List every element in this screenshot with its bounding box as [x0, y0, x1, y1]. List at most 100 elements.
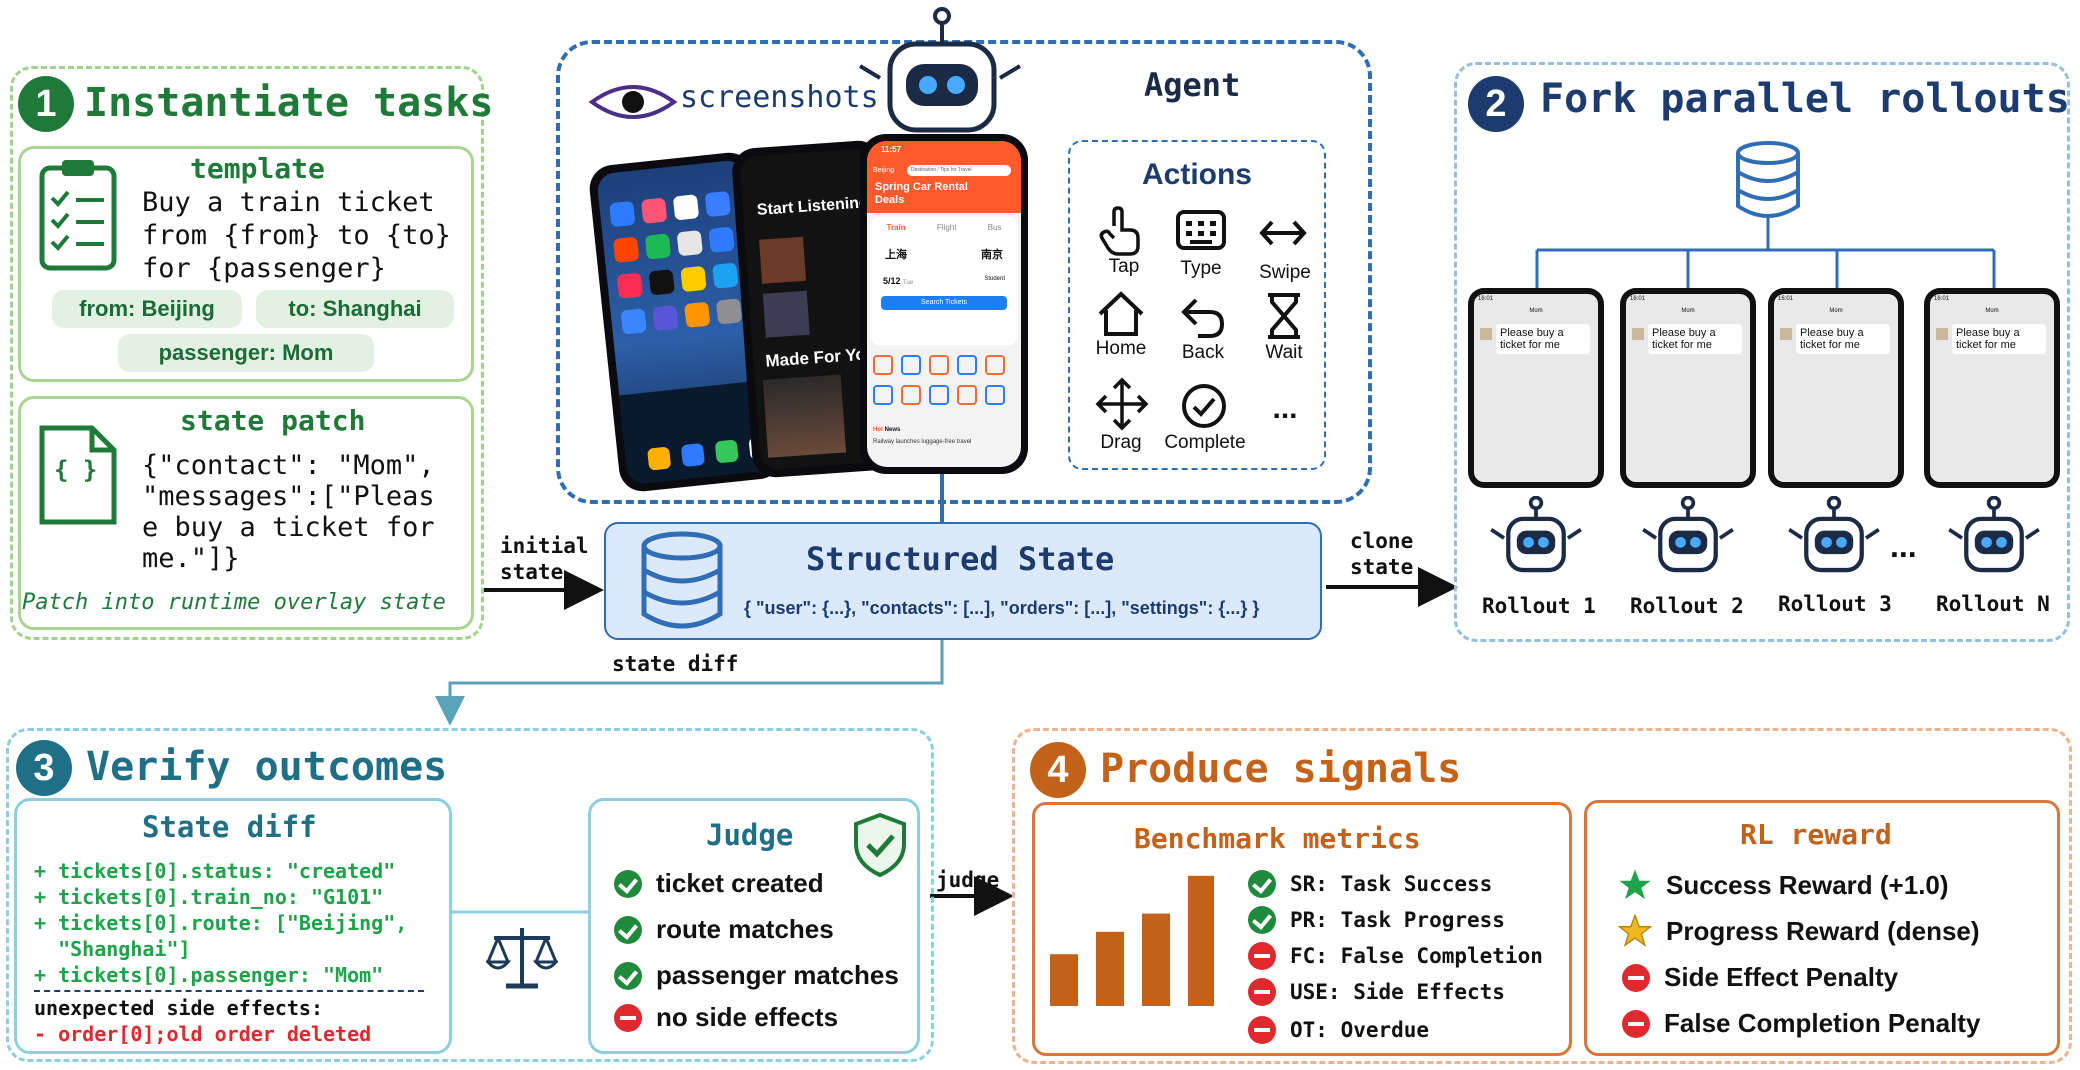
- judge-item: ticket created: [614, 868, 824, 899]
- check-icon: [614, 915, 642, 944]
- minus-icon: [1248, 1016, 1276, 1044]
- rl-reward-title: RL reward: [1740, 818, 1892, 851]
- rollout-message: Please buy a ticket for me: [1952, 324, 2046, 354]
- actions-box: [1068, 140, 1326, 470]
- metric-item: USE: Side Effects: [1248, 978, 1505, 1006]
- train-search[interactable]: Destination / Tips for Travel: [907, 165, 1011, 176]
- train-tab-flight[interactable]: Flight: [936, 223, 957, 232]
- structured-state-json: { "user": {...}, "contacts": [...], "ord…: [744, 598, 1260, 618]
- action-tap-label: Tap: [1108, 256, 1140, 277]
- search-tickets-button[interactable]: Search Tickets: [881, 296, 1007, 310]
- train-date[interactable]: 5/12: [883, 276, 901, 286]
- signals-panel: [1012, 728, 2072, 1064]
- side-effects-line: - order[0];old order deleted: [34, 1022, 372, 1046]
- minus-icon: [1622, 963, 1650, 992]
- state-diff-title: State diff: [142, 810, 317, 844]
- action-more: ...: [1272, 392, 1298, 425]
- section-2-title: Fork parallel rollouts: [1540, 76, 2070, 122]
- benchmark-bar: [1188, 875, 1214, 1006]
- home-icon: [1098, 291, 1144, 336]
- music-title: Start Listening: [756, 194, 870, 219]
- action-complete-label: Complete: [1164, 432, 1246, 453]
- rollout-phone-n: 16:01 Mom Please buy a ticket for me: [1924, 288, 2060, 488]
- state-diff-label: state diff: [612, 652, 739, 676]
- state-patch-card: [18, 396, 474, 630]
- verify-panel: [6, 728, 934, 1062]
- tap-icon: [1099, 206, 1140, 256]
- section-3-number: 3: [16, 740, 72, 796]
- judge-title: Judge: [706, 818, 794, 852]
- template-card: [18, 146, 474, 382]
- reward-item: Progress Reward (dense): [1618, 914, 1980, 948]
- actions-title: Actions: [1141, 158, 1252, 191]
- train-banner: Spring Car Rental Deals: [875, 181, 968, 206]
- clipboard-icon: [39, 160, 117, 271]
- keyboard-icon: [1176, 210, 1226, 250]
- agent-title: Agent: [1144, 66, 1241, 104]
- section-4-number: 4: [1030, 742, 1086, 798]
- state-patch-footer: Patch into runtime overlay state: [22, 590, 446, 615]
- state-diff-lines: + tickets[0].status: "created" + tickets…: [34, 859, 408, 987]
- rollout-label-3: Rollout 3: [1778, 592, 1892, 616]
- rollout-message: Please buy a ticket for me: [1496, 324, 1590, 354]
- judge-item: route matches: [614, 914, 834, 945]
- swipe-icon: [1259, 220, 1307, 246]
- screenshots-label: screenshots: [680, 80, 879, 115]
- structured-state-box: [604, 522, 1322, 640]
- benchmark-card: [1032, 802, 1572, 1056]
- state-patch-text: {"contact": "Mom", "messages":["Pleas e …: [142, 450, 435, 574]
- state-diff-card: [14, 798, 452, 1054]
- rollout-label-2: Rollout 2: [1630, 594, 1744, 618]
- database-icon: [641, 531, 723, 629]
- template-title: template: [190, 152, 325, 185]
- rollout-robot-icon: [1642, 496, 1734, 573]
- gold-star-icon: [1618, 914, 1652, 947]
- document-braces: { }: [54, 456, 98, 484]
- train-to[interactable]: 南京: [981, 249, 1003, 261]
- state-patch-title: state patch: [180, 404, 366, 437]
- reward-item: Side Effect Penalty: [1622, 962, 1898, 993]
- back-icon: [1181, 298, 1225, 338]
- agent-robot-icon: [858, 7, 1022, 133]
- judge-item: no side effects: [614, 1002, 838, 1033]
- metric-item: SR: Task Success: [1248, 870, 1492, 898]
- train-from[interactable]: 上海: [885, 249, 907, 261]
- reward-item: Success Reward (+1.0): [1618, 868, 1949, 902]
- balance-scale-icon: [486, 928, 558, 989]
- action-type-label: Type: [1180, 258, 1222, 279]
- complete-icon: [1182, 384, 1226, 428]
- side-effects-title: unexpected side effects:: [34, 996, 323, 1020]
- action-back-label: Back: [1181, 342, 1225, 363]
- side-effects-divider: [34, 990, 424, 992]
- minus-icon: [1248, 978, 1276, 1006]
- section-4-title: Produce signals: [1100, 746, 1462, 792]
- metric-item: OT: Overdue: [1248, 1016, 1429, 1044]
- rollout-phone-1: 16:01 Mom Please buy a ticket for me: [1468, 288, 1604, 488]
- rollout-message: Please buy a ticket for me: [1648, 324, 1742, 354]
- judge-arrow-label: judge: [936, 868, 1000, 892]
- judge-item: passenger matches: [614, 960, 899, 991]
- train-tab-bus[interactable]: Bus: [987, 223, 1002, 232]
- rollout-robot-icon: [1948, 496, 2040, 573]
- train-news: Railway launches luggage-free travel: [873, 439, 972, 445]
- chip-from: from: Beijing: [52, 290, 242, 328]
- rollout-label-n: Rollout N: [1936, 592, 2050, 616]
- instantiate-panel: [10, 66, 484, 640]
- action-home-label: Home: [1095, 338, 1147, 359]
- rollout-ellipsis: ...: [1890, 528, 1917, 564]
- benchmark-bar: [1142, 913, 1170, 1006]
- train-student[interactable]: Student: [984, 276, 1005, 282]
- check-icon: [614, 869, 642, 898]
- rollout-label-1: Rollout 1: [1482, 594, 1596, 618]
- train-city: Beijing: [873, 167, 895, 174]
- drag-icon: [1095, 377, 1149, 431]
- benchmark-title: Benchmark metrics: [1134, 822, 1421, 855]
- train-tab-train[interactable]: Train: [886, 223, 906, 232]
- action-wait-label: Wait: [1265, 342, 1303, 363]
- document-icon: [39, 425, 117, 525]
- structured-state-title: Structured State: [806, 540, 1115, 578]
- section-3-title: Verify outcomes: [86, 744, 448, 790]
- metric-item: FC: False Completion: [1248, 942, 1543, 970]
- eye-icon: [588, 85, 678, 119]
- check-icon: [1248, 870, 1276, 898]
